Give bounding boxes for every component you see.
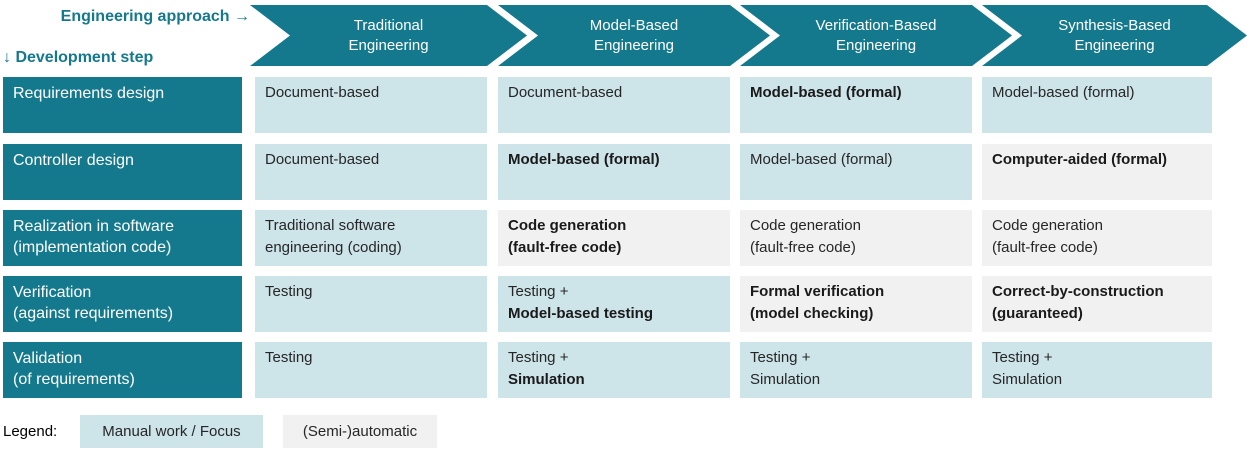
- cell-r0-c1: Document-based: [498, 77, 730, 133]
- cell-text-line: Testing +: [508, 283, 569, 300]
- legend: Legend: Manual work / Focus (Semi-)automa…: [0, 415, 600, 448]
- cell-r3-c2: Formal verification (model checking): [740, 276, 972, 332]
- cell-r4-c0: Testing: [255, 342, 487, 398]
- cell-text-line: engineering (coding): [265, 239, 402, 256]
- cell-text-line: Simulation: [750, 371, 821, 388]
- row-header-3: Verification(against requirements): [3, 276, 242, 332]
- cell-text-line: Model-based (formal): [992, 84, 1135, 101]
- cell-r2-c0: Traditional software engineering (coding): [255, 210, 487, 266]
- cell-text-line: Simulation: [992, 371, 1063, 388]
- development-step-axis-label: ↓ Development step: [3, 49, 154, 66]
- cell-text-line: Testing: [265, 283, 313, 300]
- row-header-1: Controller design: [3, 144, 242, 200]
- cell-text-line: Document-based: [265, 84, 380, 101]
- cell-r2-c1: Code generation (fault-free code): [498, 210, 730, 266]
- cell-text-line: Code generation: [508, 217, 627, 234]
- cell-text-line: (model checking): [750, 305, 874, 322]
- cell-text-line: Formal verification: [750, 283, 885, 300]
- cell-text-line: Model-based (formal): [750, 151, 893, 168]
- cell-text-line: Document-based: [265, 151, 380, 168]
- cell-r4-c2: Testing + Simulation: [740, 342, 972, 398]
- cell-text-line: Model-based testing: [508, 305, 654, 322]
- cell-r1-c2: Model-based (formal): [740, 144, 972, 200]
- row-header-0: Requirements design: [3, 77, 242, 133]
- legend-swatch-semi-automatic: (Semi-)automatic: [283, 415, 437, 448]
- cell-r4-c3: Testing + Simulation: [982, 342, 1212, 398]
- cell-r1-c1: Model-based (formal): [498, 144, 730, 200]
- cell-r0-c3: Model-based (formal): [982, 77, 1212, 133]
- cell-text-line: Model-based (formal): [508, 151, 660, 168]
- row-header-2: Realization in software(implementation c…: [3, 210, 242, 266]
- cell-text-line: Traditional software: [265, 217, 396, 234]
- cell-r3-c1: Testing + Model-based testing: [498, 276, 730, 332]
- cell-r1-c0: Document-based: [255, 144, 487, 200]
- cell-r0-c2: Model-based (formal): [740, 77, 972, 133]
- cell-text-line: Computer-aided (formal): [992, 151, 1168, 168]
- cell-text-line: Testing: [265, 349, 313, 366]
- engineering-approach-axis-label: Engineering approach →: [60, 8, 250, 25]
- cell-text-line: Document-based: [508, 84, 623, 101]
- cell-text-line: (guaranteed): [992, 305, 1083, 322]
- cell-text-line: (fault-free code): [508, 239, 622, 256]
- cell-text-line: Simulation: [508, 371, 585, 388]
- legend-label: Legend:: [3, 423, 58, 440]
- cell-text-line: Model-based (formal): [750, 84, 902, 101]
- cell-r1-c3: Computer-aided (formal): [982, 144, 1212, 200]
- cell-r0-c0: Document-based: [255, 77, 487, 133]
- cell-text-line: Correct-by-construction: [992, 283, 1164, 300]
- legend-swatch-manual-focus: Manual work / Focus: [80, 415, 263, 448]
- cell-r2-c2: Code generation (fault-free code): [740, 210, 972, 266]
- cell-text-line: Testing +: [750, 349, 811, 366]
- cell-r4-c1: Testing + Simulation: [498, 342, 730, 398]
- cell-text-line: Testing +: [508, 349, 569, 366]
- cell-text-line: Code generation: [750, 217, 861, 234]
- cell-r3-c3: Correct-by-construction (guaranteed): [982, 276, 1212, 332]
- cell-r3-c0: Testing: [255, 276, 487, 332]
- cell-r2-c3: Code generation (fault-free code): [982, 210, 1212, 266]
- cell-text-line: (fault-free code): [992, 239, 1098, 256]
- row-header-4: Validation(of requirements): [3, 342, 242, 398]
- cell-text-line: Code generation: [992, 217, 1103, 234]
- cell-text-line: (fault-free code): [750, 239, 856, 256]
- cell-text-line: Testing +: [992, 349, 1053, 366]
